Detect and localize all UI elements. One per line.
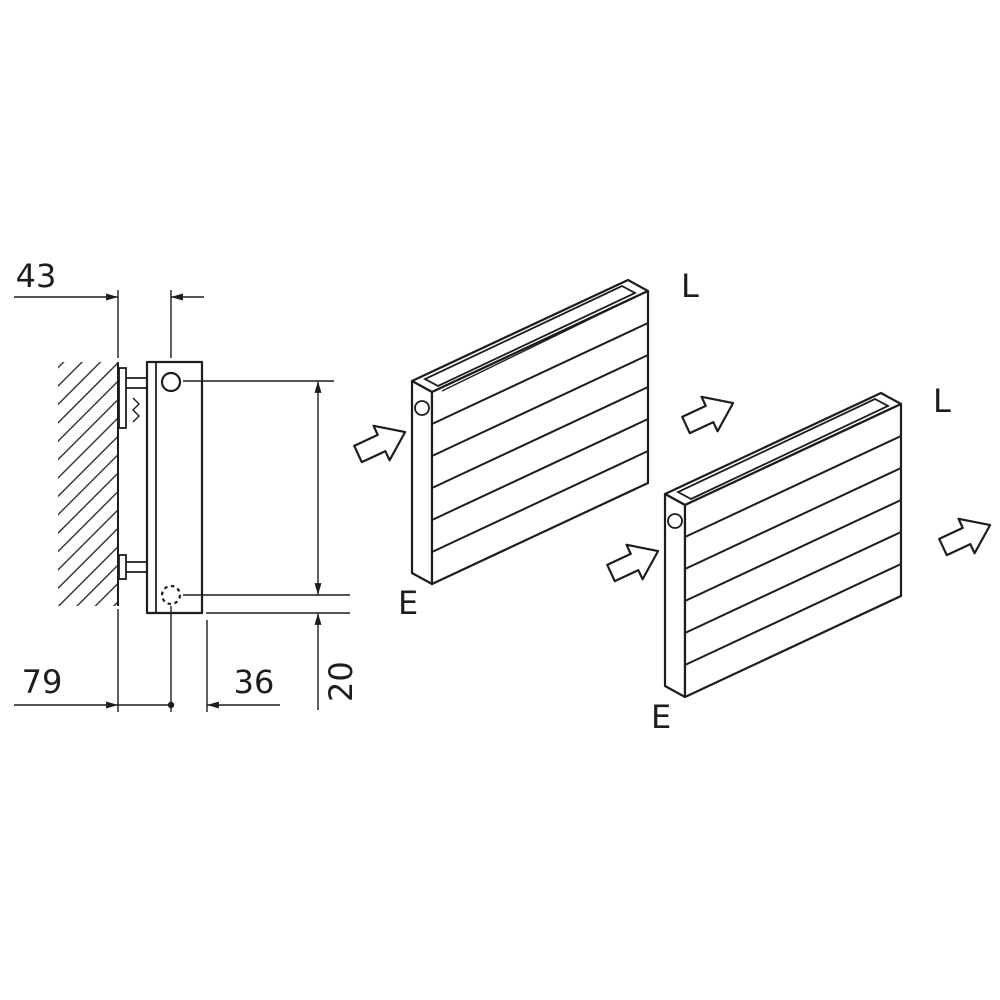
iso-radiator-grille-top: L E [601,382,1000,736]
mounting-bolt-bottom [118,554,147,580]
radiator2-slats [684,435,902,666]
dimension-79-36: 79 36 [14,606,280,712]
flow-arrow-in-2 [601,532,668,592]
flow-arrow-in-1 [348,413,415,473]
radiator1-pipe-hole [414,400,430,416]
radiator2-top-grille-fins [676,397,890,501]
radiator2-label-e: E [651,698,671,736]
mounting-bracket-top [118,367,147,429]
radiator2-label-l: L [933,382,951,420]
dimension-43: 43 [14,257,204,358]
wall-hatch [58,362,118,606]
dim-chain-dot [167,701,175,709]
dim-20-label: 20 [322,661,360,702]
dim-43-label: 43 [16,257,57,295]
dimension-vertical-group: 20 [183,380,360,710]
flow-arrow-out-2 [933,506,1000,566]
radiator2-body [663,391,903,699]
radiator1-slats [431,322,649,553]
dim-36-label: 36 [234,663,275,701]
vent-connection-circle [160,371,182,393]
dim-79-label: 79 [22,663,63,701]
radiator2-pipe-hole [667,513,683,529]
side-section-view: 43 79 36 20 [14,257,360,712]
radiator1-opening-depth-line [441,298,632,392]
radiator1-label-l: L [681,267,699,305]
radiator-profile [145,360,204,615]
flow-arrow-out-1 [676,384,743,444]
pipe-connection-hidden-circle [160,584,182,606]
radiator1-label-e: E [398,584,418,622]
radiator1-top-opening [423,284,637,388]
iso-radiator-open-top: L E [348,267,743,622]
